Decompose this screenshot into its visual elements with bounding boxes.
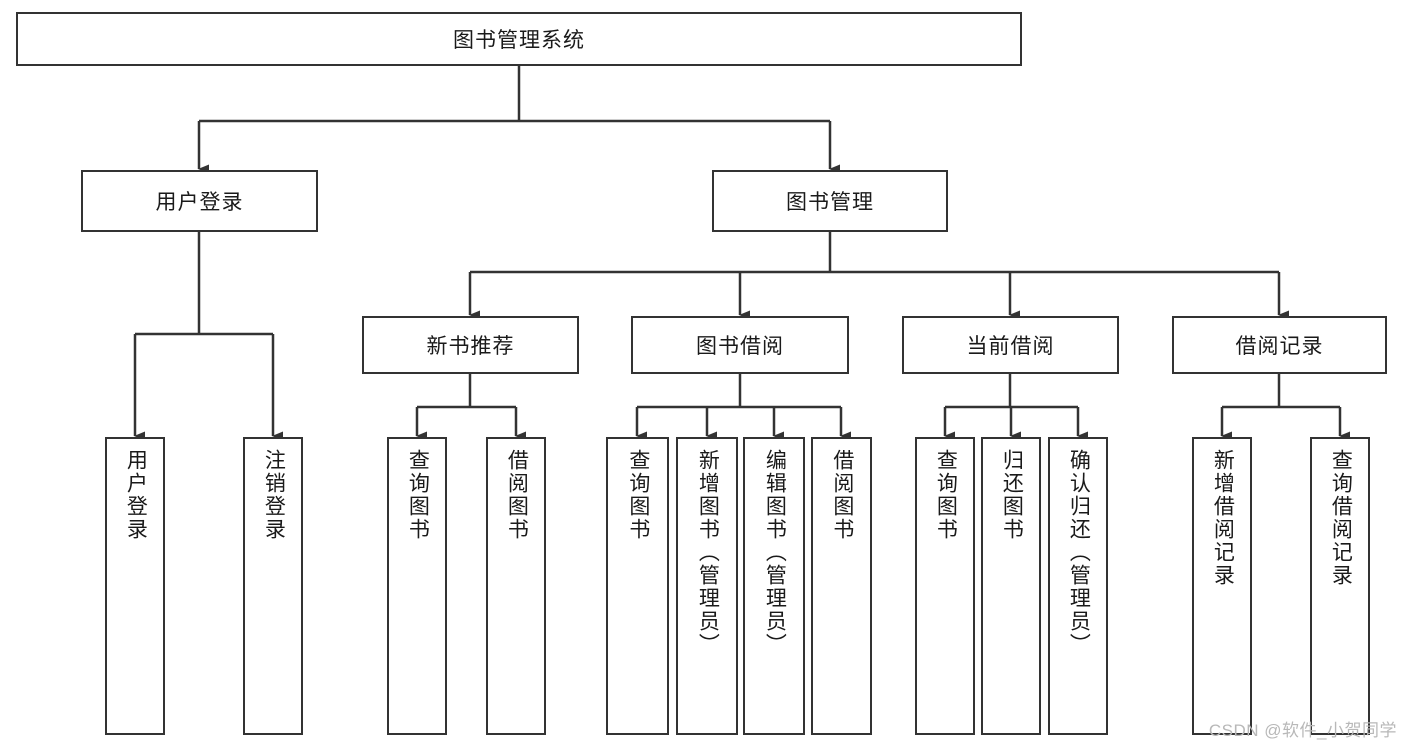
leaf-add-borrow-record-label: 新增借阅记录 (1211, 449, 1235, 587)
leaf-query-book-borrow-label: 查询图书 (626, 449, 650, 541)
leaf-user-login-label: 用户登录 (124, 449, 148, 541)
leaf-return-book[interactable]: 归还图书 (981, 437, 1041, 735)
leaf-add-book-admin[interactable]: 新增图书（管理员） (676, 437, 738, 735)
node-user-login[interactable]: 用户登录 (81, 170, 318, 232)
leaf-logout[interactable]: 注销登录 (243, 437, 303, 735)
node-book-borrow-label: 图书借阅 (696, 335, 784, 358)
node-root[interactable]: 图书管理系统 (16, 12, 1022, 66)
node-borrow-record-label: 借阅记录 (1235, 335, 1324, 358)
leaf-borrow-book[interactable]: 借阅图书 (811, 437, 872, 735)
leaf-confirm-return-admin[interactable]: 确认归还（管理员） (1048, 437, 1108, 735)
node-user-login-label: 用户登录 (155, 191, 244, 214)
leaf-edit-book-admin-label: 编辑图书（管理员） (763, 449, 787, 656)
node-borrow-record[interactable]: 借阅记录 (1172, 316, 1387, 374)
tree-edges (133, 66, 1350, 441)
watermark: CSDN @软件_小贺同学 (1208, 721, 1397, 740)
node-current-borrow[interactable]: 当前借阅 (902, 316, 1119, 374)
leaf-query-book-current[interactable]: 查询图书 (915, 437, 975, 735)
node-root-label: 图书管理系统 (453, 29, 585, 52)
leaf-query-borrow-record[interactable]: 查询借阅记录 (1310, 437, 1370, 735)
leaf-query-book-recommend[interactable]: 查询图书 (387, 437, 447, 735)
node-book-management-label: 图书管理 (786, 191, 874, 214)
node-book-borrow[interactable]: 图书借阅 (631, 316, 849, 374)
leaf-borrow-book-recommend-label: 借阅图书 (505, 449, 529, 541)
leaf-add-borrow-record[interactable]: 新增借阅记录 (1192, 437, 1252, 735)
leaf-edit-book-admin[interactable]: 编辑图书（管理员） (743, 437, 805, 735)
node-new-book-recommend-label: 新书推荐 (426, 335, 515, 358)
leaf-borrow-book-label: 借阅图书 (830, 449, 854, 541)
leaf-query-book-recommend-label: 查询图书 (406, 449, 430, 541)
leaf-query-borrow-record-label: 查询借阅记录 (1329, 449, 1353, 587)
node-book-management[interactable]: 图书管理 (712, 170, 948, 232)
leaf-confirm-return-admin-label: 确认归还（管理员） (1067, 449, 1091, 656)
node-current-borrow-label: 当前借阅 (966, 335, 1055, 358)
node-new-book-recommend[interactable]: 新书推荐 (362, 316, 579, 374)
leaf-return-book-label: 归还图书 (1000, 449, 1024, 541)
leaf-logout-label: 注销登录 (262, 449, 286, 541)
leaf-query-book-current-label: 查询图书 (934, 449, 958, 541)
leaf-query-book-borrow[interactable]: 查询图书 (606, 437, 669, 735)
leaf-add-book-admin-label: 新增图书（管理员） (696, 449, 720, 656)
leaf-user-login[interactable]: 用户登录 (105, 437, 165, 735)
leaf-borrow-book-recommend[interactable]: 借阅图书 (486, 437, 546, 735)
